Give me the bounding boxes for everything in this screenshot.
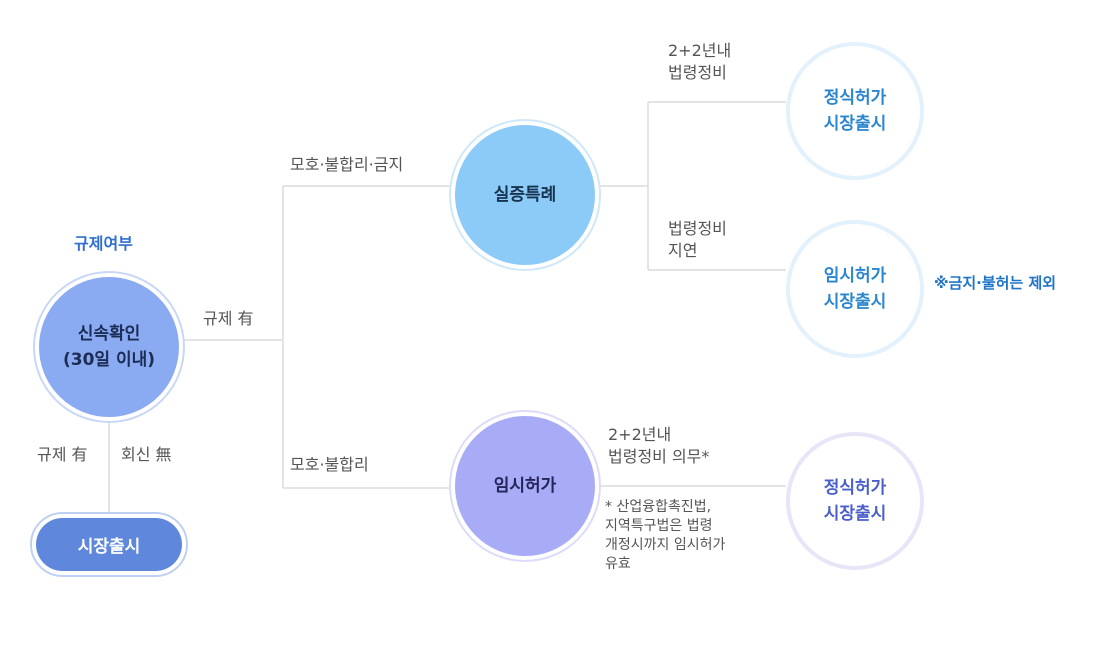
branch-bottom-label: 모호·불합리 bbox=[290, 455, 369, 474]
market-launch-label: 시장출시 bbox=[77, 537, 141, 557]
temporary-permit-node: 임시허가 bbox=[451, 412, 599, 560]
no-reply-label: 회신 無 bbox=[121, 445, 172, 464]
branch-top-label: 모호·불합리·금지 bbox=[290, 155, 404, 174]
delay-path-label: 법령정비 지연 bbox=[668, 219, 727, 260]
rapid-check-node: 신속확인 (30일 이내) bbox=[35, 273, 183, 421]
temporary-permit-outcome: 임시허가 시장출시 bbox=[786, 220, 924, 358]
formal-permit-top-label: 정식허가 시장출시 bbox=[823, 88, 887, 134]
page-title: 규제여부 bbox=[74, 234, 133, 253]
rapid-check-label: 신속확인 (30일 이내) bbox=[62, 324, 156, 370]
regulated-down-label: 규제 有 bbox=[37, 445, 88, 464]
formal-permit-bottom-label: 정식허가 시장출시 bbox=[823, 478, 887, 524]
market-launch-inner: 시장출시 bbox=[36, 518, 182, 571]
market-launch-node: 시장출시 bbox=[30, 512, 188, 577]
footnote: * 산업융합촉진법, 지역특구법은 법령 개정시까지 임시허가 유효 bbox=[605, 499, 726, 572]
exclusion-note: ※금지·불허는 제외 bbox=[934, 274, 1057, 292]
upper-path-label: 2+2년내 법령정비 bbox=[668, 41, 732, 82]
temporary-permit-label: 임시허가 bbox=[493, 476, 557, 496]
lower-path-label: 2+2년내 법령정비 의무* bbox=[608, 425, 710, 466]
temporary-permit-outcome-label: 임시허가 시장출시 bbox=[823, 266, 887, 312]
demonstration-node: 실증특례 bbox=[451, 121, 599, 269]
regulated-right-label: 규제 有 bbox=[203, 309, 254, 328]
formal-permit-outcome-top: 정식허가 시장출시 bbox=[786, 42, 924, 180]
formal-permit-outcome-bottom: 정식허가 시장출시 bbox=[786, 432, 924, 570]
demonstration-label: 실증특례 bbox=[493, 185, 557, 205]
